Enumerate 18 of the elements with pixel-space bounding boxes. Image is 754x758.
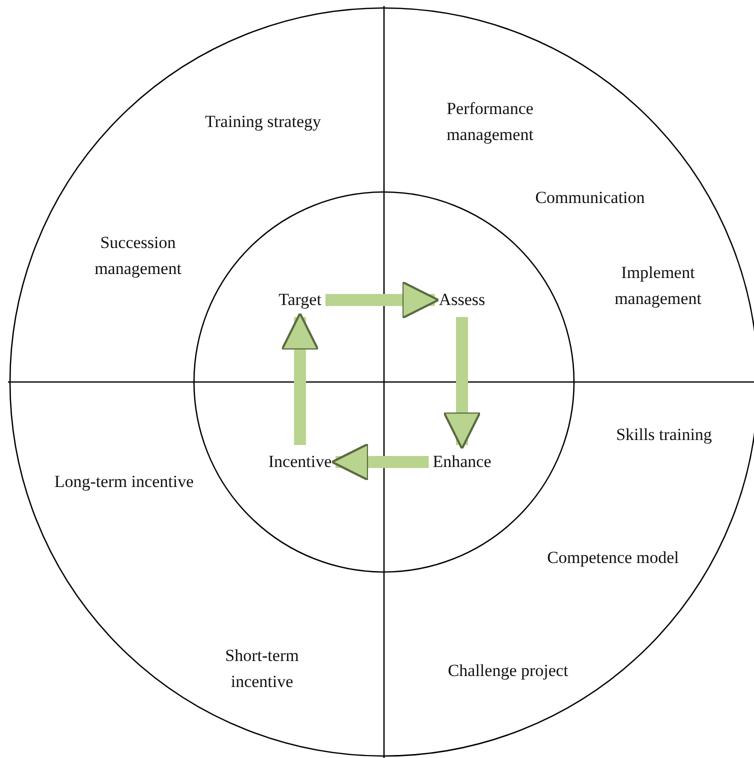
quadrant-label: Skills training (615, 424, 713, 446)
quadrant-label: Implement management (614, 262, 702, 310)
quadrant-label: Competence model (546, 547, 680, 569)
stage-label: Incentive (268, 449, 332, 475)
stage-label: Target (278, 287, 322, 313)
quadrant-label: Succession management (94, 232, 182, 280)
block-arrow (325, 280, 440, 320)
quadrant-label: Training strategy (204, 111, 322, 133)
stage-label: Assess (438, 287, 486, 313)
block-arrow (330, 442, 429, 482)
stage-label: Enhance (432, 449, 492, 475)
quadrant-label: Short-term incentive (224, 645, 300, 693)
block-arrow (442, 317, 482, 450)
quadrant-label: Performance management (446, 98, 534, 146)
block-arrow (280, 312, 320, 445)
quadrant-label: Long-term incentive (54, 471, 194, 493)
quadrant-label: Challenge project (446, 660, 570, 682)
quadrant-label: Communication (534, 187, 646, 209)
